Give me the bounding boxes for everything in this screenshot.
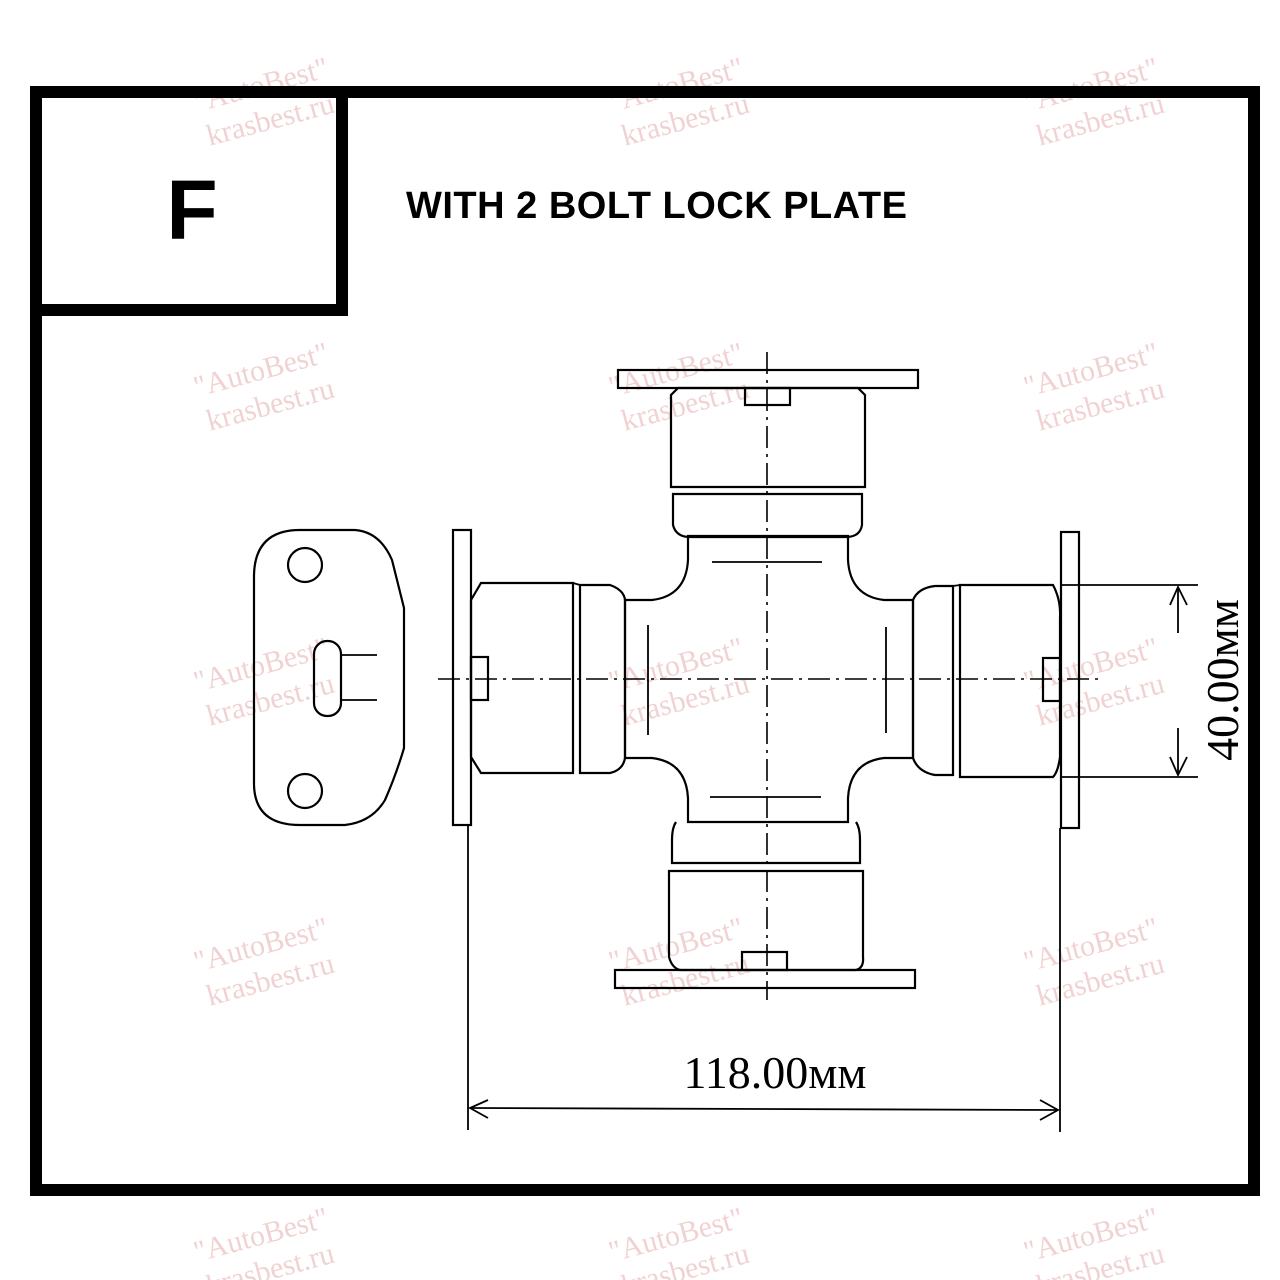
watermark: "AutoBest"krasbest.ru <box>190 1201 338 1280</box>
outer-frame <box>30 86 1260 1196</box>
watermark: "AutoBest"krasbest.ru <box>605 1201 753 1280</box>
watermark: "AutoBest"krasbest.ru <box>1020 51 1168 152</box>
watermark: "AutoBest"krasbest.ru <box>605 631 753 732</box>
center-slot <box>312 639 343 718</box>
watermark: "AutoBest"krasbest.ru <box>1020 336 1168 437</box>
bearing-cup-left <box>451 528 627 827</box>
watermark: "AutoBest"krasbest.ru <box>605 911 753 1012</box>
watermark: "AutoBest"krasbest.ru <box>190 911 338 1012</box>
dimension-diameter-label: 40.00мм <box>1197 599 1248 761</box>
watermark: "AutoBest"krasbest.ru <box>190 336 338 437</box>
watermark: "AutoBest"krasbest.ru <box>190 631 338 732</box>
watermark: "AutoBest"krasbest.ru <box>605 51 753 152</box>
dimension-overall-length: 118.00мм <box>467 825 1061 1132</box>
variant-letter: F <box>166 163 217 257</box>
variant-box <box>30 86 348 316</box>
bolt-hole-top <box>286 546 324 584</box>
watermark: "AutoBest"krasbest.ru <box>190 51 338 152</box>
bearing-cup-bottom <box>613 821 917 990</box>
drawing-title: WITH 2 BOLT LOCK PLATE <box>406 185 907 227</box>
lock-plate <box>252 528 406 827</box>
dimension-cup-diameter: 40.00мм <box>1060 584 1248 778</box>
cross-body <box>623 534 915 824</box>
watermark: "AutoBest"krasbest.ru <box>1020 911 1168 1012</box>
bolt-hole-bottom <box>286 772 324 810</box>
dimension-length-label: 118.00мм <box>683 1047 866 1098</box>
watermark: "AutoBest"krasbest.ru <box>1020 1201 1168 1280</box>
